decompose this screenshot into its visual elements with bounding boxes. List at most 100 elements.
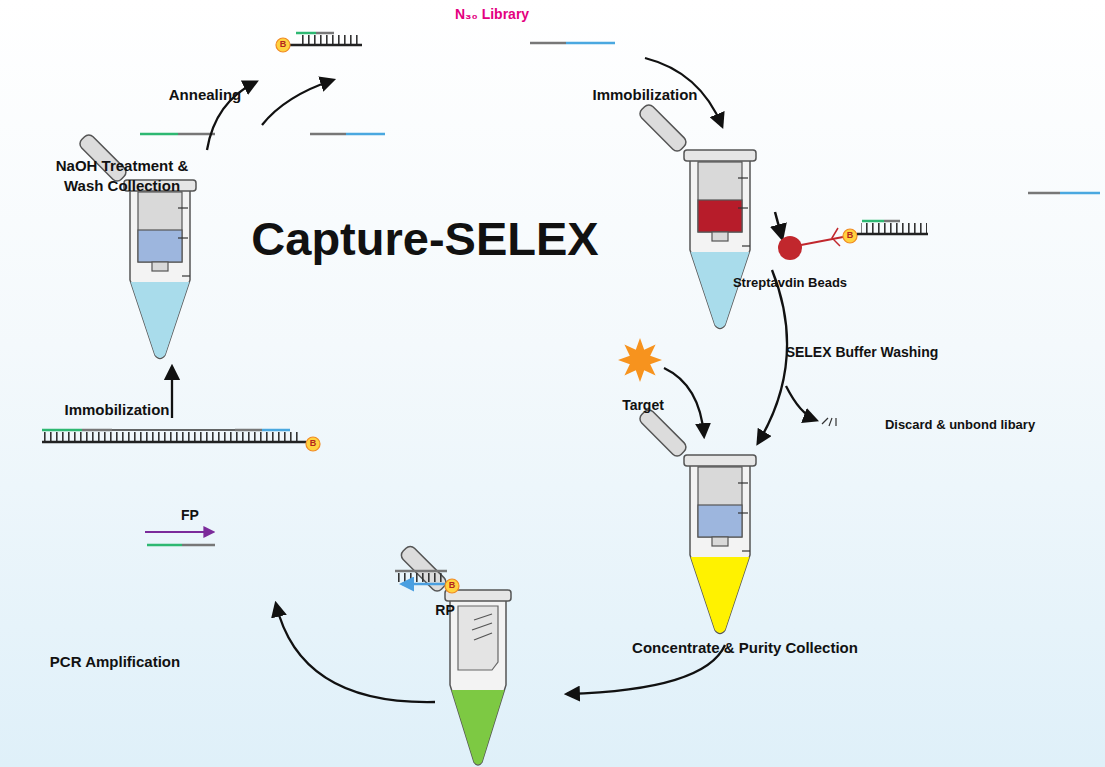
spin-column-tube-part: [178, 207, 188, 208]
spin-column-tube-part: [738, 482, 748, 483]
discard-symbol-part: [829, 418, 832, 426]
annealed-duplex-part: [296, 32, 316, 35]
cycle-arrows-part: [664, 368, 704, 436]
annealed-duplex-part: [276, 38, 290, 52]
separated-strands-part: [310, 133, 346, 136]
spin-column-tube-part: [690, 465, 750, 634]
spin-column-tube-part-part: [638, 408, 689, 459]
streptavidin-bead: [775, 193, 1100, 260]
cycle-arrows-part: [171, 367, 173, 418]
library-strand-part: [530, 42, 566, 45]
step-label: RP: [435, 601, 454, 619]
spin-column-tube-part: [638, 103, 689, 154]
step-label: PCR Amplification: [50, 652, 180, 672]
pcr-product-part: [42, 441, 306, 444]
streptavidin-bead-part: [862, 220, 884, 223]
spin-column-tube-part: [738, 207, 748, 208]
spin-column-tube-part: [138, 230, 182, 262]
annealed-duplex: [276, 33, 362, 52]
spin-column-tube-part: [712, 537, 728, 546]
forward-primer-part: [182, 544, 215, 547]
diagram-title: Capture-SELEX: [251, 211, 598, 266]
step-label: SELEX Buffer Washing: [786, 343, 939, 361]
biotin-mark: B: [310, 438, 317, 450]
reverse-primer: [395, 571, 459, 593]
reverse-primer-part: [395, 570, 447, 573]
annealed-duplex-part: [298, 35, 360, 44]
streptavidin-bead-part: [801, 237, 843, 245]
spin-column-tube-part: [130, 190, 190, 359]
step-label: Streptavdin Beads: [733, 275, 847, 292]
spin-column-tube-part: [691, 252, 750, 328]
spin-column-tube-part-part: [638, 103, 689, 154]
reverse-primer-part: [402, 583, 447, 586]
spin-column-tube-part: [684, 455, 756, 466]
spin-column-tube-part: [638, 408, 689, 459]
forward-primer-part: [147, 544, 182, 547]
pcr-product-part: [82, 429, 112, 432]
collection-tube-part: [474, 633, 492, 640]
spin-column-tube-part: [698, 505, 742, 537]
pcr-product-part: [112, 429, 235, 431]
collection-tube-part: [472, 623, 492, 630]
streptavidin-bead-part: [843, 229, 857, 243]
biotin-mark: B: [847, 230, 854, 242]
pcr-product-part: [44, 432, 302, 441]
discard-symbol: [822, 418, 836, 426]
forward-primer-part: [145, 531, 213, 533]
streptavidin-bead-part: [832, 228, 840, 246]
spin-column-tube-part: [684, 150, 756, 161]
target-star: [618, 338, 662, 382]
streptavidin-bead-part: [1028, 192, 1060, 195]
pcr-product-part: [262, 429, 290, 432]
spin-column-tube-part: [691, 557, 750, 633]
spin-column-tube-part: [698, 467, 742, 537]
spin-column-tube-part: [131, 282, 190, 358]
spin-column-tube-part: [152, 262, 168, 271]
forward-primer: [145, 532, 215, 545]
step-label: Discard & unbond libary: [885, 417, 1035, 434]
spin-column-tube-part: [698, 162, 742, 232]
discard-symbol-part: [822, 418, 828, 424]
discard-symbol-part: [835, 418, 836, 426]
collection-tube-part: [474, 614, 492, 620]
pcr-product-part: [235, 429, 262, 432]
cycle-arrows-part: [276, 604, 435, 702]
spin-column-tube-part: [698, 200, 742, 232]
step-label: Immobilization: [65, 400, 170, 420]
cycle-arrows-part: [262, 80, 333, 125]
spin-column-tube-part: [742, 245, 750, 246]
annealed-duplex-part: [316, 32, 334, 35]
spin-column-tube-part: [182, 275, 190, 276]
cycle-arrows: [172, 58, 816, 702]
step-label: FP: [181, 506, 199, 524]
biotin-mark: B: [280, 39, 287, 51]
collection-tube-part: [399, 544, 448, 593]
separated-strands-part: [346, 133, 385, 136]
streptavidin-bead-part: [778, 236, 802, 260]
collection-tube-part: [450, 600, 506, 765]
streptavidin-bead-part: [1060, 192, 1100, 195]
spin-column-tube-part: [742, 550, 750, 551]
spin-column-tube: [638, 103, 756, 329]
streptavidin-bead-part: [857, 233, 928, 236]
step-label: Immobilization: [593, 85, 698, 105]
streptavidin-bead-part: [861, 223, 927, 233]
step-label: NaOH Treatment & Wash Collection: [47, 156, 197, 195]
collection-tube-part-part: [399, 544, 448, 593]
spin-column-tube-part: [178, 237, 188, 238]
collection-tube-part: [458, 606, 498, 670]
spin-column-tube-part: [738, 177, 748, 178]
step-label: Concentrate & Purity Collection: [632, 638, 858, 658]
cycle-arrows-part: [786, 386, 816, 420]
spin-column-tube-part: [738, 512, 748, 513]
biotin-mark: B: [449, 580, 456, 592]
reverse-primer-part: [445, 579, 459, 593]
reverse-primer-part: [396, 573, 446, 582]
collection-tube-part: [452, 690, 505, 765]
step-label: Target: [622, 396, 664, 414]
separated-strands-part: [140, 133, 178, 136]
spin-column-tube-part: [690, 160, 750, 329]
